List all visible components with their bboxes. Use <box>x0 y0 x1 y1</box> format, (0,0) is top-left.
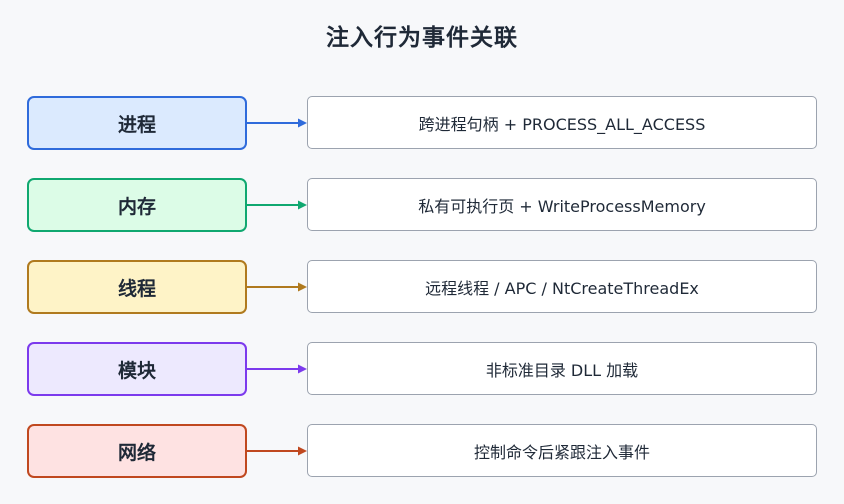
category-box-memory: 内存 <box>27 178 247 232</box>
category-box-process: 进程 <box>27 96 247 150</box>
arrow-network <box>245 446 307 456</box>
arrow-thread <box>245 282 307 292</box>
row-process: 进程 跨进程句柄 + PROCESS_ALL_ACCESS <box>0 96 844 150</box>
arrow-memory <box>245 200 307 210</box>
description-box-module: 非标准目录 DLL 加载 <box>307 342 817 395</box>
row-network: 网络 控制命令后紧跟注入事件 <box>0 424 844 478</box>
description-box-memory: 私有可执行页 + WriteProcessMemory <box>307 178 817 231</box>
category-box-network: 网络 <box>27 424 247 478</box>
category-box-module: 模块 <box>27 342 247 396</box>
description-box-process: 跨进程句柄 + PROCESS_ALL_ACCESS <box>307 96 817 149</box>
row-module: 模块 非标准目录 DLL 加载 <box>0 342 844 396</box>
row-memory: 内存 私有可执行页 + WriteProcessMemory <box>0 178 844 232</box>
category-box-thread: 线程 <box>27 260 247 314</box>
description-box-network: 控制命令后紧跟注入事件 <box>307 424 817 477</box>
diagram-title: 注入行为事件关联 <box>326 25 518 51</box>
row-thread: 线程 远程线程 / APC / NtCreateThreadEx <box>0 260 844 314</box>
arrow-process <box>245 118 307 128</box>
description-box-thread: 远程线程 / APC / NtCreateThreadEx <box>307 260 817 313</box>
arrow-module <box>245 364 307 374</box>
